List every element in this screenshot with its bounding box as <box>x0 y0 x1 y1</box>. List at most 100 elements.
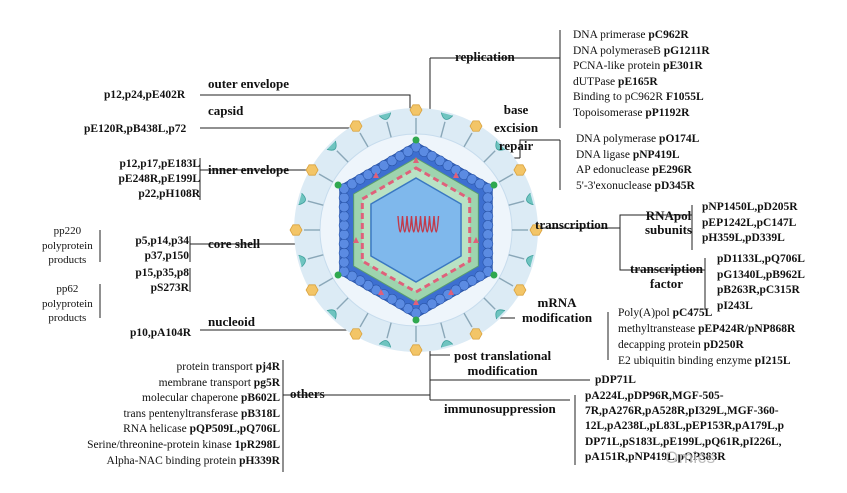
others-gene: pB318L <box>241 407 280 420</box>
capsomer-bead <box>466 275 478 287</box>
vertex-dot <box>334 181 342 189</box>
others-row: RNA helicase pQP509L,pQ706L <box>40 422 280 438</box>
ber-desc: 5'-3'exonuclease <box>576 179 655 192</box>
core-protein-mark <box>413 299 419 305</box>
spike-cup <box>326 140 337 151</box>
ber-desc: AP edonuclease <box>576 164 653 176</box>
mrna-gene: pC475L <box>672 307 713 319</box>
replication-row: dUTPase pE165R <box>573 75 710 91</box>
envelope-spike <box>483 150 496 163</box>
ber-gene: pO174L <box>659 133 700 145</box>
capsomer-bead <box>362 280 374 291</box>
envelope-spike <box>386 322 392 339</box>
others-desc: protein transport <box>176 361 256 373</box>
envelope-spike <box>386 121 392 138</box>
spike-hexagon <box>409 104 423 116</box>
envelope-spike <box>463 312 473 328</box>
mrna-desc: decapping protein <box>618 339 704 351</box>
replication-desc: Topoisomerase <box>573 106 646 119</box>
category-replication: replication <box>455 49 515 64</box>
category-rnapol-subunits: RNApol subunits <box>645 208 692 237</box>
envelope-spike <box>336 150 349 163</box>
mrna-desc: Poly(A)pol <box>618 307 673 319</box>
transcription-factor-genes: pD1133L,pQ706L pG1340L,pB962L pB263R,pC3… <box>717 253 805 312</box>
capsomer-bead <box>402 146 414 157</box>
mrna-desc: methyltranstease <box>618 323 699 335</box>
capsomer-bead <box>338 247 350 259</box>
category-nucleoid: nucleoid <box>208 314 255 329</box>
post-translational-gene: pDP71L <box>595 374 636 386</box>
spike-hexagon <box>513 284 527 296</box>
envelope-spike <box>508 254 525 260</box>
capsomer-bead <box>482 266 494 277</box>
others-row: molecular chaperone pB602L <box>40 391 280 407</box>
omics-watermark: Omics <box>665 448 716 467</box>
envelope-spike <box>440 121 446 138</box>
spike-cup <box>495 309 506 320</box>
capsomer-bead <box>482 247 494 259</box>
ber-gene: pNP419L <box>632 148 680 161</box>
spike-hexagon <box>349 120 363 132</box>
spike-hexagon <box>469 120 483 132</box>
replication-desc: DNA polymeraseB <box>573 44 664 57</box>
replication-row: Binding to pC962R F1055L <box>573 90 710 106</box>
vertex-dot <box>412 316 420 324</box>
ber-row: DNA ligase pNP419L <box>576 148 699 164</box>
capsomer-bead <box>394 298 406 310</box>
mrna-gene: pEP424R/pNP868R <box>698 323 796 335</box>
capsid-genes: pE120R,pB438L,p72 <box>84 123 187 135</box>
category-immunosuppression: immunosuppression <box>444 401 556 416</box>
envelope-spike <box>440 322 446 339</box>
inner-envelope-genes: p12,p17,pE183L pE248R,pE199L p22,pH108R <box>118 158 200 200</box>
vertex-dot <box>334 271 342 279</box>
pp62-label: pp62 polyprotein products <box>42 283 93 324</box>
core-protein-mark <box>473 237 479 243</box>
core-protein-mark <box>378 289 384 295</box>
nucleoid-genes: p10,pA104R <box>130 327 192 339</box>
mrna-gene: pD250R <box>703 339 744 351</box>
ber-row: 5'-3'exonuclease pD345R <box>576 179 699 195</box>
category-others: others <box>290 386 325 401</box>
capsomer-bead <box>338 210 350 222</box>
replication-gene-list: DNA primerase pC962R DNA polymeraseB pG12… <box>573 28 710 121</box>
others-gene: pH339R <box>239 454 280 467</box>
tf-link <box>619 228 705 271</box>
vertex-dot <box>412 136 420 144</box>
capsomer-bead <box>354 275 366 287</box>
spike-cup <box>326 309 337 320</box>
capsomer-bead <box>482 201 494 213</box>
mrna-gene-list: Poly(A)pol pC475L methyltranstease pEP424… <box>618 305 795 369</box>
others-row: Serine/threonine-protein kinase 1pR298L <box>40 438 280 454</box>
others-desc: Alpha-NAC binding protein <box>106 454 240 467</box>
spike-hexagon <box>469 328 483 340</box>
capsomer-bead <box>386 155 398 167</box>
category-base-excision-repair: base excision repair <box>494 102 539 153</box>
category-outer-envelope: outer envelope <box>208 76 289 91</box>
others-desc: membrane transport <box>158 376 254 389</box>
capsomer-bead <box>434 155 446 167</box>
mrna-row: methyltranstease pEP424R/pNP868R <box>618 321 795 337</box>
category-transcription: transcription <box>535 217 608 232</box>
category-transcription-factor: transcription factor <box>630 261 703 291</box>
spike-cup <box>495 140 506 151</box>
others-gene: pj4R <box>255 361 280 373</box>
capsomer-bead <box>426 150 438 162</box>
others-gene: pQP509L,pQ706L <box>189 423 280 436</box>
spike-hexagon <box>409 344 423 356</box>
core-protein-mark <box>373 172 379 178</box>
replication-desc: DNA primerase <box>573 29 649 41</box>
capsomer-bead <box>338 220 350 231</box>
mrna-gene: pI215L <box>754 355 791 367</box>
capsomer-bead <box>394 150 406 162</box>
capsomer-bead <box>386 293 398 305</box>
mrna-row: decapping protein pD250R <box>618 337 795 353</box>
replication-gene: pC962R <box>648 29 689 41</box>
capsomer-bead <box>482 256 494 268</box>
pp62-genes: p15,p35,p8 pS273R <box>135 267 189 294</box>
capsomer-bead <box>482 220 494 231</box>
replication-row: DNA polymeraseB pG1211R <box>573 44 710 60</box>
spike-cup <box>298 192 306 206</box>
core-protein-mark <box>453 172 459 178</box>
category-inner-envelope: inner envelope <box>208 162 290 177</box>
